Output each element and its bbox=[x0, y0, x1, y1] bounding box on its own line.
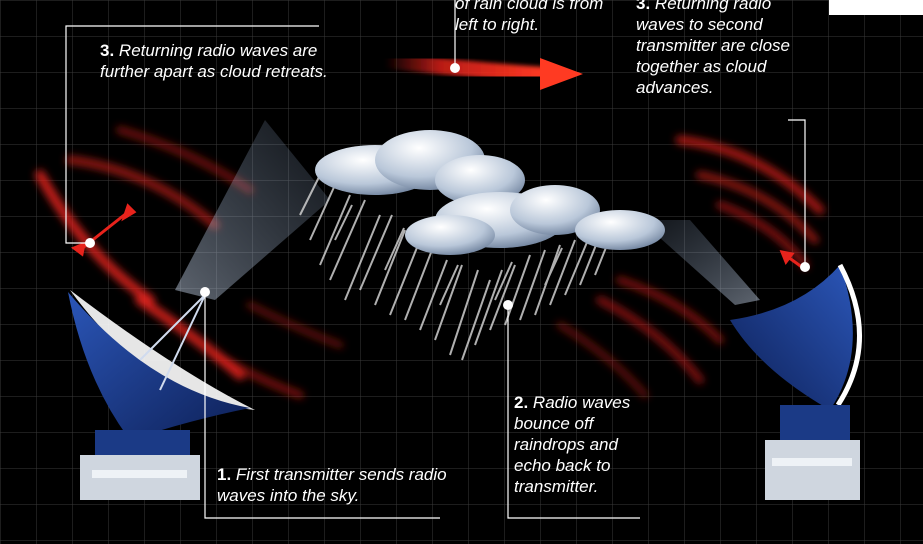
step-2-number: 2. bbox=[514, 393, 529, 412]
step-3-number: 3. bbox=[100, 41, 115, 60]
corner-panel bbox=[829, 0, 923, 15]
label-step-3: 3. Returning radio waves are further apa… bbox=[100, 40, 340, 82]
leader-lines bbox=[65, 0, 806, 519]
right-radio-beam bbox=[640, 220, 760, 305]
step-5-text: Returning radio waves to second transmit… bbox=[636, 0, 790, 97]
step-5-number: 3. bbox=[636, 0, 651, 13]
step-1-number: 1. bbox=[217, 465, 232, 484]
right-arrow-icon bbox=[377, 52, 583, 90]
callout-dots bbox=[85, 63, 810, 310]
step-2-text: Radio waves bounce off raindrops and ech… bbox=[514, 393, 631, 496]
label-step-2: 2. Radio waves bounce off raindrops and … bbox=[514, 392, 644, 497]
label-step-1: 1. First transmitter sends radio waves i… bbox=[217, 464, 447, 506]
left-radio-beam bbox=[175, 120, 330, 300]
label-cloud-direction-text: of rain cloud is from left to right. bbox=[455, 0, 604, 34]
step-1-text: First transmitter sends radio waves into… bbox=[217, 465, 447, 505]
rain-cloud-icon bbox=[315, 130, 665, 255]
label-cloud-direction: of rain cloud is from left to right. bbox=[455, 0, 625, 35]
label-step-5: 3. Returning radio waves to second trans… bbox=[636, 0, 821, 98]
step-3-text: Returning radio waves are further apart … bbox=[100, 41, 328, 81]
right-radar-dish-icon bbox=[730, 263, 862, 500]
